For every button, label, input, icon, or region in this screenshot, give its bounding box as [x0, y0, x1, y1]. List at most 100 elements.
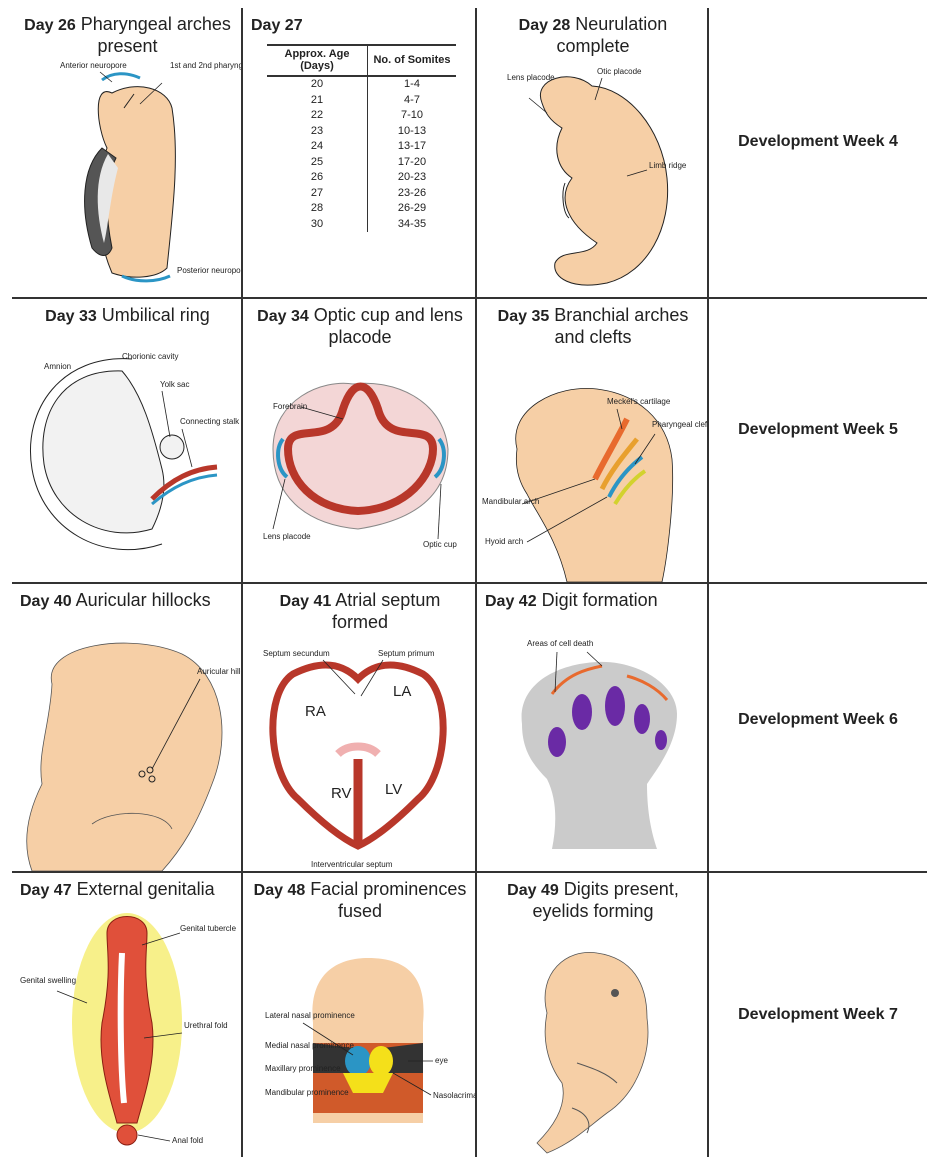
- cell-day-35: Day 35 Branchial arches and clefts Mecke…: [477, 299, 707, 582]
- somites-cell: 23-26: [368, 186, 457, 202]
- hyoid-arch-label: Hyoid arch: [485, 537, 523, 546]
- auricular-hillocks-label: Auricular hillocks: [197, 667, 241, 676]
- age-cell: 28: [267, 201, 368, 217]
- optic-cup-label: Optic cup: [423, 540, 457, 549]
- cell-death-label: Areas of cell death: [527, 639, 593, 648]
- cell-day-27: Day 27 Approx. Age (Days) No. of Somites…: [243, 8, 475, 297]
- pharyngeal-cleft-label: Pharyngeal cleft: [652, 420, 707, 429]
- somites-cell: 26-29: [368, 201, 457, 217]
- cell-day-26: Day 26 Pharyngeal arches present Anterio…: [12, 8, 241, 297]
- week-label: Development Week 5: [709, 420, 927, 440]
- right-ventricle-label: RV: [331, 785, 352, 802]
- age-cell: 24: [267, 139, 368, 155]
- week-label: Development Week 4: [709, 132, 927, 152]
- age-cell: 30: [267, 217, 368, 233]
- day-34-optic-cup-illustration: Forebrain Lens placode Optic cup: [243, 299, 475, 582]
- table-row: 3034-35: [267, 217, 456, 233]
- cell-week-6: Development Week 6: [709, 584, 927, 871]
- somites-column-header: No. of Somites: [368, 45, 457, 76]
- mandibular-label: Mandibular prominence: [265, 1088, 349, 1097]
- septum-secundum-label: Septum secundum: [263, 649, 330, 658]
- genital-tubercle-label: Genital tubercle: [180, 924, 237, 933]
- nasolacrimal-groove-label: Nasolacrimal groove: [433, 1091, 475, 1100]
- week-label: Development Week 6: [709, 710, 927, 730]
- cell-day-42: Day 42 Digit formation Areas of cell dea…: [477, 584, 707, 871]
- age-cell: 23: [267, 124, 368, 140]
- age-cell: 22: [267, 108, 368, 124]
- day-40-embryo-illustration: Auricular hillocks: [12, 584, 241, 871]
- cell-day-40: Day 40 Auricular hillocks Auricular hill…: [12, 584, 241, 871]
- anterior-neuropore-label: Anterior neuropore: [60, 61, 127, 70]
- pharyngeal-arches-label: 1st and 2nd pharyngeal arches: [170, 61, 241, 70]
- somites-cell: 10-13: [368, 124, 457, 140]
- week-label: Development Week 7: [709, 1005, 927, 1025]
- age-cell: 21: [267, 93, 368, 109]
- maxillary-label: Maxillary prominence: [265, 1064, 341, 1073]
- anal-fold-label: Anal fold: [172, 1136, 203, 1145]
- day-33-umbilical-illustration: Amnion Chorionic cavity Yolk sac Connect…: [12, 299, 241, 582]
- somites-cell: 34-35: [368, 217, 457, 233]
- somites-cell: 13-17: [368, 139, 457, 155]
- age-cell: 26: [267, 170, 368, 186]
- cell-day-47: Day 47 External genitalia Genital tuberc…: [12, 873, 241, 1157]
- cell-day-28: Day 28 Neurulation complete Lens placode…: [477, 8, 707, 297]
- somites-cell: 1-4: [368, 76, 457, 93]
- age-cell: 20: [267, 76, 368, 93]
- interventricular-septum-label: Interventricular septum: [311, 860, 393, 869]
- age-column-header: Approx. Age (Days): [267, 45, 368, 76]
- left-ventricle-label: LV: [385, 781, 402, 798]
- septum-primum-label: Septum primum: [378, 649, 435, 658]
- cell-day-41: Day 41 Atrial septum formed RA LA RV LV …: [243, 584, 475, 871]
- day-49-embryo-illustration: [477, 873, 707, 1157]
- age-cell: 27: [267, 186, 368, 202]
- day-label: Day 27: [251, 17, 303, 34]
- somites-cell: 7-10: [368, 108, 457, 124]
- otic-placode-label: Otic placode: [597, 67, 642, 76]
- day-26-embryo-illustration: Anterior neuropore 1st and 2nd pharyngea…: [12, 8, 241, 297]
- amnion-label: Amnion: [44, 362, 71, 371]
- genital-swelling-label: Genital swelling: [20, 976, 76, 985]
- connecting-stalk-label: Connecting stalk: [180, 417, 240, 426]
- lens-placode-label: Lens placode: [263, 532, 311, 541]
- cell-week-4: Development Week 4: [709, 8, 927, 297]
- day-42-digit-illustration: Areas of cell death: [477, 584, 707, 871]
- lateral-nasal-label: Lateral nasal prominence: [265, 1011, 355, 1020]
- cell-day-33: Day 33 Umbilical ring Amnion Chorionic c…: [12, 299, 241, 582]
- age-cell: 25: [267, 155, 368, 171]
- somites-cell: 17-20: [368, 155, 457, 171]
- forebrain-label: Forebrain: [273, 402, 307, 411]
- cell-week-5: Development Week 5: [709, 299, 927, 582]
- day-35-branchial-illustration: Meckel's cartilage Pharyngeal cleft Mand…: [477, 299, 707, 582]
- chorionic-cavity-label: Chorionic cavity: [122, 352, 178, 361]
- urethral-fold-label: Urethral fold: [184, 1021, 228, 1030]
- day-28-embryo-illustration: Lens placode Otic placode Limb ridge: [477, 8, 707, 297]
- day-48-face-illustration: Lateral nasal prominence Medial nasal pr…: [243, 873, 475, 1157]
- day-47-genitalia-illustration: Genital tubercle Genital swelling Urethr…: [12, 873, 241, 1157]
- eye-label: eye: [435, 1056, 448, 1065]
- cell-day-34: Day 34 Optic cup and lens placode Forebr…: [243, 299, 475, 582]
- day-41-heart-illustration: RA LA RV LV Septum secundum Septum primu…: [243, 584, 475, 871]
- cell-day-49: Day 49 Digits present, eyelids forming: [477, 873, 707, 1157]
- cell-title: Day 27: [251, 14, 469, 36]
- limb-ridge-label: Limb ridge: [649, 161, 687, 170]
- posterior-neuropore-label: Posterior neuropore: [177, 266, 241, 275]
- mandibular-arch-label: Mandibular arch: [482, 497, 539, 506]
- meckels-cartilage-label: Meckel's cartilage: [607, 397, 671, 406]
- somites-cell: 20-23: [368, 170, 457, 186]
- right-atrium-label: RA: [305, 703, 326, 720]
- left-atrium-label: LA: [393, 683, 411, 700]
- medial-nasal-label: Medial nasal prominence: [265, 1041, 354, 1050]
- somites-cell: 4-7: [368, 93, 457, 109]
- table-row: 227-10: [267, 108, 456, 124]
- development-grid: Day 26 Pharyngeal arches present Anterio…: [12, 8, 927, 1157]
- lens-placode-label: Lens placode: [507, 73, 555, 82]
